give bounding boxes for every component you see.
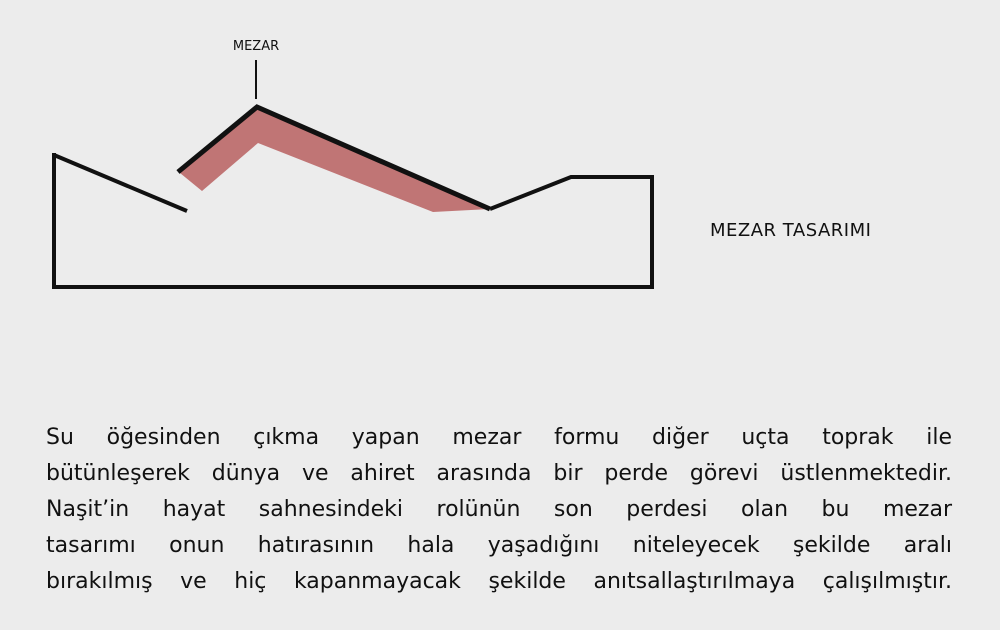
description-line: Naşit’in hayat sahnesindeki rolünün son … <box>46 497 952 522</box>
terrain-outline <box>52 153 654 289</box>
grave-form-shape <box>180 107 490 212</box>
callout-label: MEZAR <box>233 39 279 54</box>
description-line: bırakılmış ve hiç kapanmayacak şekilde a… <box>46 569 952 594</box>
description-paragraph: Su öğesinden çıkma yapan mezar formu diğ… <box>46 420 952 600</box>
grave-design-diagram: MEZAR <box>52 39 654 289</box>
description-line: tasarımı onun hatırasının hala yaşadığın… <box>46 533 952 558</box>
description-line: bütünleşerek dünya ve ahiret arasında bi… <box>46 461 952 486</box>
description-line: Su öğesinden çıkma yapan mezar formu diğ… <box>46 425 952 450</box>
grave-top-edge <box>176 104 492 212</box>
left-slope-line <box>53 153 188 213</box>
diagram-title: MEZAR TASARIMI <box>710 220 872 241</box>
